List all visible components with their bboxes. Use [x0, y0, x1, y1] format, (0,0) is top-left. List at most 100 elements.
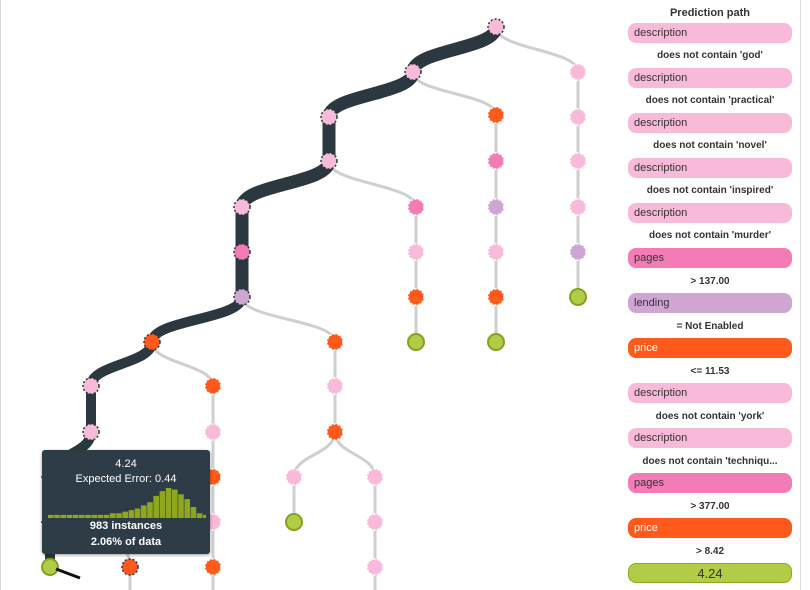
histogram-bar [54, 514, 60, 518]
tree-node-description[interactable] [82, 377, 100, 395]
path-field-description: description [628, 158, 792, 178]
histogram-bar [122, 511, 128, 518]
tree-node-description[interactable] [569, 108, 587, 126]
tree-node-description[interactable] [487, 243, 505, 261]
path-field-pages: pages [628, 473, 792, 493]
tree-node-price[interactable] [326, 333, 344, 351]
tree-node-lending[interactable] [487, 198, 505, 216]
tree-node-leaf[interactable] [285, 513, 303, 531]
path-field-description: description [628, 23, 792, 43]
path-field-description: description [628, 428, 792, 448]
prediction-path-edge [406, 20, 503, 79]
tree-node-description[interactable] [569, 152, 587, 170]
histogram-bar [172, 489, 178, 518]
tooltip-expected-error: Expected Error: 0.44 [75, 473, 177, 485]
histogram-bar [72, 514, 79, 518]
histogram-bar [184, 499, 190, 518]
path-condition: does not contain 'god' [657, 50, 763, 61]
tree-node-description[interactable] [326, 377, 344, 395]
tree-node-price[interactable] [326, 423, 344, 441]
tree-node-description[interactable] [569, 198, 587, 216]
tree-node-pages[interactable] [407, 198, 425, 216]
tree-node-description[interactable] [320, 152, 338, 170]
tree-node-lending[interactable] [569, 243, 587, 261]
tree-node-description[interactable] [407, 243, 425, 261]
path-field-price: price [628, 518, 792, 538]
path-condition: does not contain 'york' [655, 411, 765, 422]
histogram-bar [134, 508, 141, 518]
tree-node-description[interactable] [233, 198, 251, 216]
tree-node-description[interactable] [569, 63, 587, 81]
path-condition: > 8.42 [695, 546, 725, 557]
histogram-bar [103, 514, 110, 518]
tree-node-lending[interactable] [233, 288, 251, 306]
histogram-bar [147, 502, 153, 518]
tree-node-description[interactable] [487, 18, 505, 36]
tree-edge [240, 296, 337, 343]
path-field-description: description [628, 68, 792, 88]
tree-node-price[interactable] [143, 333, 161, 351]
tree-node-price[interactable] [121, 558, 139, 576]
path-field-description: description [628, 203, 792, 223]
histogram-bar [91, 514, 97, 518]
tooltip-histogram [48, 488, 206, 518]
panel-title: Prediction path [669, 7, 751, 19]
node-tooltip: 4.24 Expected Error: 0.44 983 instances … [42, 450, 210, 554]
path-condition: = Not Enabled [676, 321, 744, 332]
tree-node-description[interactable] [204, 423, 222, 441]
path-condition: <= 11.53 [690, 366, 730, 377]
tree-node-description[interactable] [404, 63, 422, 81]
selected-leaf-pointer [55, 567, 81, 580]
tree-node-price[interactable] [204, 558, 222, 576]
tooltip-prediction-value: 4.24 [115, 458, 137, 470]
path-condition: does not contain 'inspired' [646, 185, 774, 196]
tooltip-instances: 983 instances [89, 520, 163, 532]
histogram-bar [159, 491, 166, 518]
tree-node-description[interactable] [320, 108, 338, 126]
path-condition: does not contain 'murder' [649, 230, 771, 241]
histogram-bar [60, 514, 66, 518]
histogram-bar [85, 514, 91, 518]
prediction-path-edge [322, 65, 420, 124]
prediction-result: 4.24 [628, 563, 792, 583]
view-border [0, 0, 1, 590]
tree-node-price[interactable] [204, 377, 222, 395]
tree-node-description[interactable] [366, 468, 384, 486]
histogram-bar [190, 506, 197, 518]
tooltip-percent: 2.06% of data [90, 536, 162, 548]
tree-node-description[interactable] [82, 423, 100, 441]
tree-node-description[interactable] [285, 468, 303, 486]
histogram-bar [97, 514, 104, 518]
tree-node-description[interactable] [366, 558, 384, 576]
histogram-bar [141, 505, 147, 518]
tree-node-pages[interactable] [487, 152, 505, 170]
tree-node-leaf[interactable] [407, 333, 425, 351]
prediction-path-edge [147, 292, 247, 347]
tree-node-leaf[interactable] [569, 288, 587, 306]
panel-scrollbar-track[interactable] [800, 0, 801, 590]
path-condition: does not contain 'practical' [645, 95, 775, 106]
histogram-bar [165, 488, 172, 518]
tree-node-price[interactable] [487, 288, 505, 306]
histogram-bar [79, 514, 85, 518]
tree-node-leaf[interactable] [41, 558, 59, 576]
path-field-pages: pages [628, 248, 792, 268]
tree-edge [327, 160, 418, 208]
tree-node-price[interactable] [407, 288, 425, 306]
tree-node-description[interactable] [366, 513, 384, 531]
path-field-description: description [628, 113, 792, 133]
histogram-bar [178, 494, 184, 518]
path-condition: > 377.00 [690, 501, 730, 512]
tree-node-price[interactable] [487, 106, 505, 124]
tree-node-pages[interactable] [233, 243, 251, 261]
tree-edge [411, 71, 498, 116]
tree-edge [333, 431, 377, 478]
histogram-bar [196, 513, 203, 518]
prediction-path-panel: Prediction path 4.24 description does not… [628, 0, 792, 590]
histogram-bar [128, 510, 135, 518]
tree-node-leaf[interactable] [487, 333, 505, 351]
path-field-lending: lending [628, 293, 792, 313]
tree-edge [494, 26, 580, 73]
histogram-bar [66, 514, 73, 518]
prediction-path-edge [235, 154, 336, 214]
